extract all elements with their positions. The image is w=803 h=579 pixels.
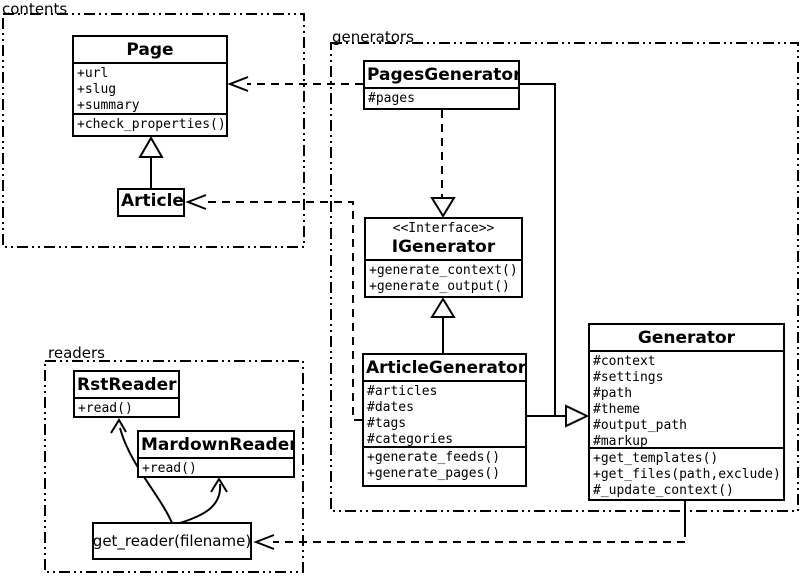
- method: +read(): [78, 401, 133, 416]
- class-igenerator: <<Interface>> IGenerator +generate_conte…: [364, 217, 523, 298]
- class-generator-title: Generator: [590, 325, 783, 352]
- get-reader-box: get_reader(filename): [92, 522, 252, 560]
- class-rstreader-title: RstReader: [75, 372, 178, 399]
- class-article-title: Article: [121, 191, 183, 211]
- class-page-methods: +check_properties(): [74, 115, 226, 135]
- method: +generate_feeds(): [367, 450, 501, 465]
- class-page: Page +url +slug +summary +check_properti…: [72, 35, 228, 137]
- class-igenerator-title: <<Interface>> IGenerator: [366, 219, 521, 261]
- method: +get_files(path,exclude): [593, 467, 781, 482]
- class-articlegenerator: ArticleGenerator #articles #dates #tags …: [362, 353, 527, 487]
- attribute: #articles: [367, 384, 438, 399]
- method: +generate_pages(): [367, 466, 501, 481]
- attribute: #theme: [593, 402, 640, 417]
- dependency-generator-to-getreader: [253, 501, 686, 550]
- generators-package-border: [330, 42, 799, 512]
- dependency-pagesgenerator-to-page: [227, 76, 363, 92]
- attribute: #dates: [367, 400, 414, 415]
- class-pagesgenerator-attributes: #pages: [365, 89, 518, 109]
- readers-package-label: readers: [48, 344, 105, 362]
- class-pagesgenerator: PagesGenerator #pages: [363, 60, 520, 110]
- class-igenerator-stereotype: <<Interface>>: [392, 221, 495, 236]
- class-rstreader: RstReader +read(): [73, 370, 180, 418]
- class-mardownreader-methods: +read(): [139, 459, 293, 479]
- method: +generate_context(): [369, 263, 518, 278]
- method: +read(): [142, 461, 197, 476]
- class-generator-attributes: #context #settings #path #theme #output_…: [590, 352, 783, 449]
- method: +check_properties(): [77, 117, 226, 132]
- attribute: #output_path: [593, 418, 687, 433]
- class-generator: Generator #context #settings #path #them…: [588, 323, 785, 501]
- attribute: +url: [77, 66, 109, 81]
- class-articlegenerator-methods: +generate_feeds() +generate_pages(): [364, 448, 525, 484]
- attribute: #settings: [593, 370, 664, 385]
- contents-package-border: [2, 13, 305, 248]
- class-mardownreader: MardownReader +read(): [137, 430, 295, 478]
- generalization-article-to-page: [138, 136, 164, 188]
- attribute: +slug: [77, 82, 117, 97]
- dependency-articlegenerator-to-article: [185, 194, 362, 421]
- contents-package-label: contents: [2, 0, 68, 18]
- class-page-title: Page: [74, 37, 226, 64]
- attribute: #context: [593, 354, 656, 369]
- attribute: +summary: [77, 98, 140, 113]
- attribute: #pages: [368, 91, 415, 106]
- class-articlegenerator-attributes: #articles #dates #tags #categories: [364, 382, 525, 448]
- class-igenerator-methods: +generate_context() +generate_output(): [366, 261, 521, 297]
- generators-package-label: generators: [332, 28, 414, 46]
- attribute: #path: [593, 386, 633, 401]
- method: +get_templates(): [593, 451, 719, 466]
- class-igenerator-name: IGenerator: [391, 237, 496, 257]
- generalization-to-generator: [520, 83, 590, 428]
- class-articlegenerator-title: ArticleGenerator: [364, 355, 525, 382]
- class-article: Article: [117, 188, 185, 217]
- attribute: #tags: [367, 416, 407, 431]
- method: +generate_output(): [369, 279, 510, 294]
- arrow-getreader-to-mardownreader: [179, 477, 228, 524]
- class-mardownreader-title: MardownReader: [139, 432, 293, 459]
- arrow-getreader-to-rstreader: [110, 418, 173, 524]
- attribute: #markup: [593, 434, 648, 449]
- readers-package-border: [44, 360, 304, 573]
- class-page-attributes: +url +slug +summary: [74, 64, 226, 115]
- class-pagesgenerator-title: PagesGenerator: [365, 62, 518, 89]
- class-generator-methods: +get_templates() +get_files(path,exclude…: [590, 449, 783, 501]
- generalization-articlegenerator-to-igenerator: [430, 297, 456, 353]
- class-rstreader-methods: +read(): [75, 399, 178, 419]
- method: #_update_context(): [593, 483, 734, 498]
- attribute: #categories: [367, 432, 454, 447]
- get-reader-label: get_reader(filename): [92, 532, 252, 550]
- realization-pagesgenerator-to-igenerator: [430, 110, 456, 218]
